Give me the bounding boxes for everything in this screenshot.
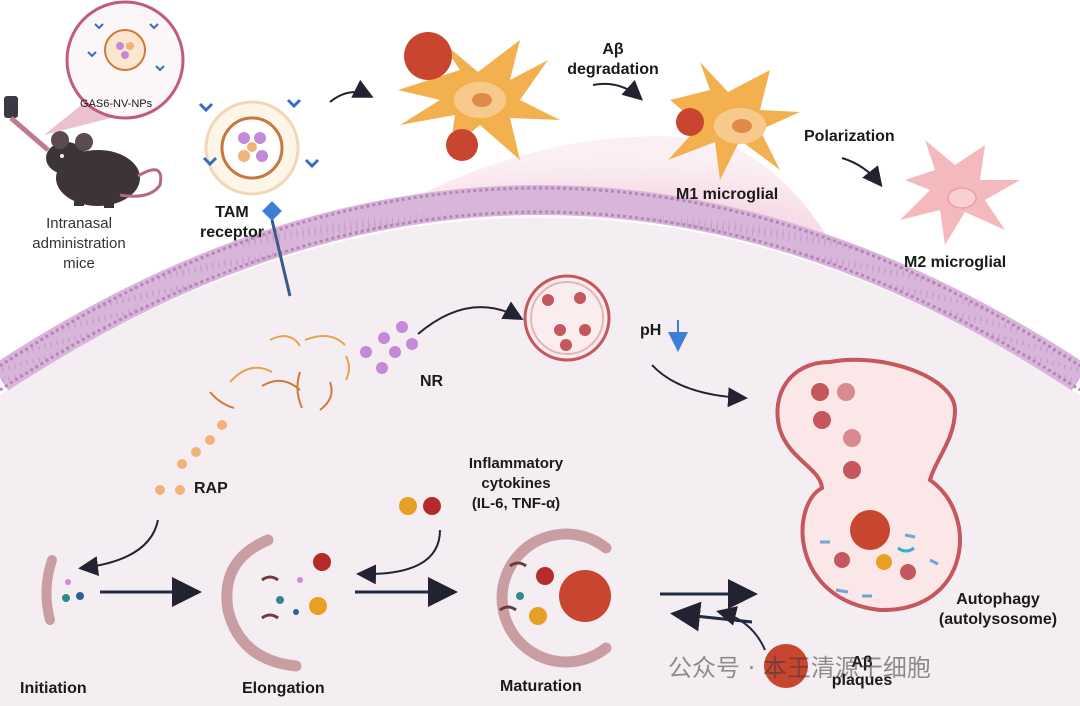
plaques-line1: Aβ [851, 654, 873, 671]
tam-label-line2: receptor [199, 224, 265, 241]
m2-microglia-cell [900, 140, 1020, 245]
maturation-membrane [496, 528, 612, 668]
membrane-inner-heads [0, 210, 1080, 392]
gas6-nanoparticle [198, 98, 320, 196]
abeta-plaques-label: Aβ plaques [822, 654, 902, 690]
tam-label-line1: TAM [215, 204, 249, 221]
membrane-lipids [0, 187, 1080, 389]
m1-microglial-label: M1 microglial [676, 186, 779, 203]
autophagy-line2: (autolysosome) [938, 611, 1058, 628]
arrow-to-autolysosome [651, 364, 748, 408]
mouse-caption-line1: Intranasal [46, 215, 112, 232]
arrow-plaques-to-mat [716, 606, 766, 651]
abeta-degradation-label: Aβ degradation [542, 40, 684, 80]
tam-receptor-label: TAM receptor [182, 203, 282, 243]
lysosome [523, 274, 611, 362]
initiation-membrane [41, 555, 84, 625]
membrane-outer-heads [0, 186, 1080, 368]
m2-microglial-label: M2 microglial [904, 254, 1007, 271]
elongation-label: Elongation [242, 680, 325, 697]
abeta-degradation-line1: Aβ [602, 41, 624, 58]
infl-line1: Inflammatory [468, 455, 564, 472]
nanoparticle-callout [65, 0, 185, 120]
abeta-degradation-line2: degradation [567, 61, 659, 78]
infl-line2: cytokines [481, 475, 551, 492]
inflammatory-cytokines-label: Inflammatory cytokines (IL-6, TNF-α) [438, 454, 594, 514]
plaques-line2: plaques [831, 672, 893, 689]
arrow-nr-to-lysosome [417, 301, 524, 335]
microglia-cell-1 [398, 32, 560, 161]
mouse-caption-line2: administration [32, 235, 126, 252]
m1-microglia-cell [668, 62, 800, 180]
arrow-degradation [592, 79, 643, 101]
autolysosome [775, 357, 962, 613]
nanoparticle-callout-label: GAS6-NV-NPs [80, 98, 153, 110]
mouse-icon [46, 131, 163, 208]
infl-line3: (IL-6, TNF-α) [471, 495, 561, 512]
rap-particles [155, 420, 227, 495]
arrow-rap [78, 519, 159, 577]
nanoparticle-fragments [209, 335, 350, 411]
nr-particles [360, 321, 418, 374]
initiation-label: Initiation [20, 680, 87, 697]
polarization-label: Polarization [804, 128, 895, 145]
mouse-caption-line3: mice [63, 255, 95, 272]
elongation-membrane [221, 534, 331, 672]
autophagy-line1: Autophagy [956, 591, 1040, 608]
arrow-polarization [841, 157, 883, 188]
watermark: 公众号 · 本王清源干细胞 [668, 654, 931, 682]
amyloid-plaque [764, 644, 808, 688]
mouse-caption: Intranasal administration mice [22, 214, 136, 274]
maturation-label: Maturation [500, 678, 582, 695]
ph-label: pH [640, 322, 662, 339]
tam-receptor-icon [262, 201, 292, 297]
rap-label: RAP [194, 480, 228, 497]
autophagy-label: Autophagy (autolysosome) [920, 590, 1076, 630]
dropper-icon [4, 96, 50, 152]
cytokine-particles [399, 497, 441, 515]
arrow-cytokines [356, 529, 441, 585]
nr-label: NR [420, 373, 444, 390]
arrow-to-microglia [329, 79, 374, 103]
